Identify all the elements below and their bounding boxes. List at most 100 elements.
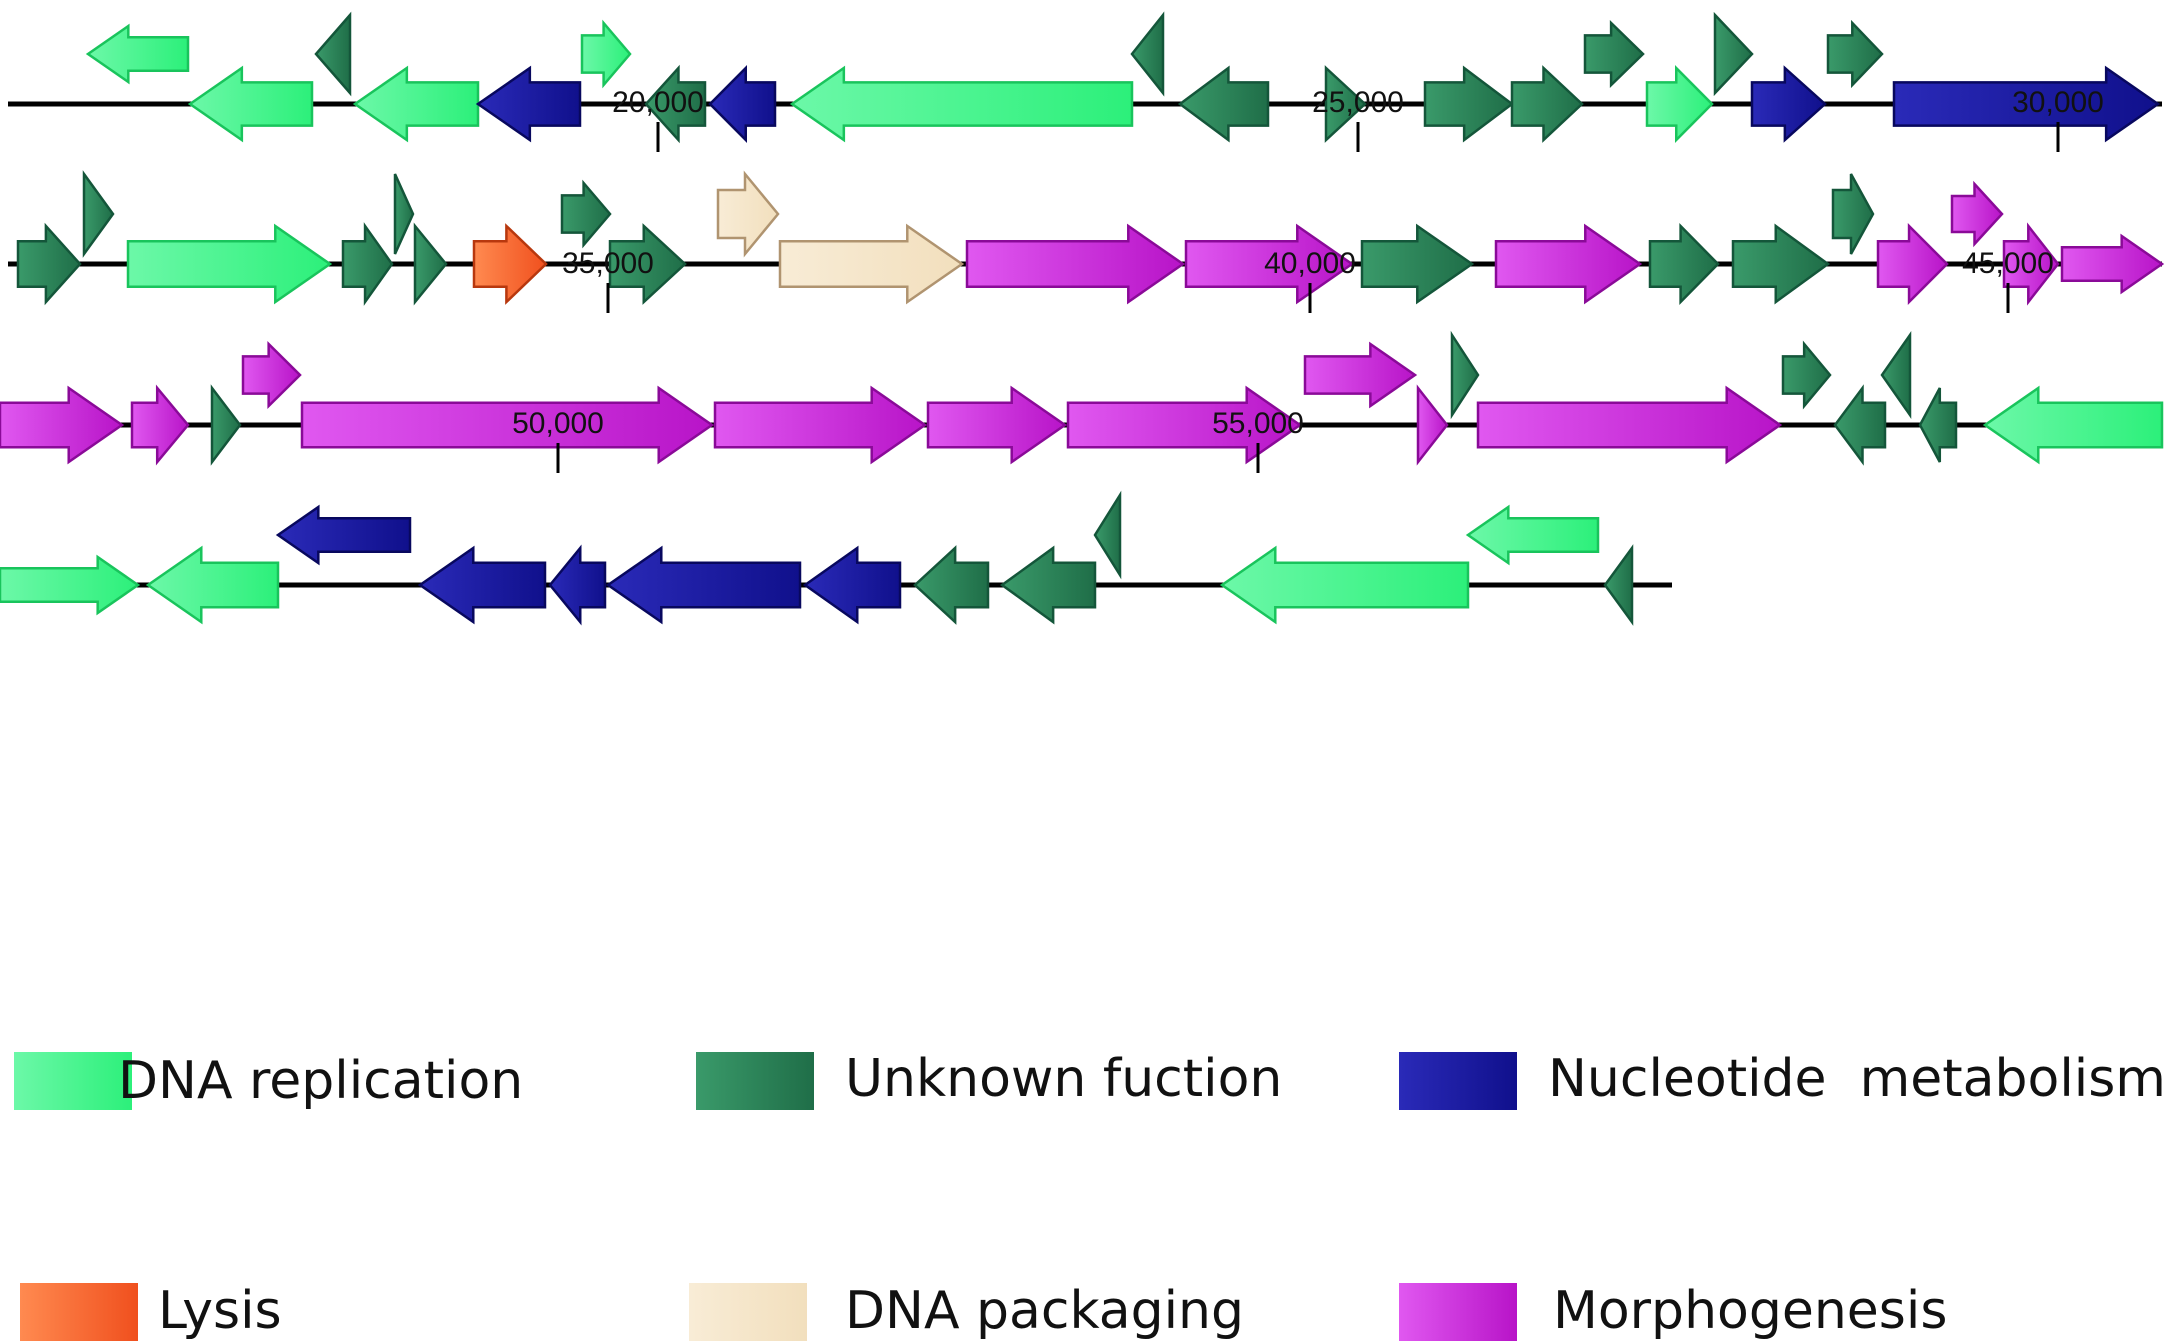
gene-arrow-nucleotide-metabolism: [708, 64, 777, 144]
gene-arrow-unknown-function: [1360, 223, 1475, 305]
ruler-label: 50,000: [512, 407, 604, 440]
gene-arrow-dna-replication: [352, 65, 480, 143]
gene-arrow-morphogenesis: [1416, 384, 1449, 466]
ruler-label: 30,000: [2012, 86, 2104, 119]
genome-row-1: 5,00010,00015,000: [8, 11, 2162, 144]
gene-arrow-morphogenesis: [2060, 233, 2165, 295]
gene-arrow-unknown-function: [1781, 340, 1832, 410]
gene-arrow-morphogenesis: [1066, 385, 1303, 465]
gene-arrow-unknown-function: [1324, 65, 1367, 143]
gene-arrow-nucleotide-metabolism: [275, 504, 412, 566]
gene-arrow-dna-replication: [145, 545, 280, 625]
gene-arrow-dna-replication: [789, 65, 1134, 143]
gene-arrow-unknown-function: [1713, 11, 1754, 97]
genome-row-4: 50,000 55,000: [0, 407, 1672, 626]
gene-arrow-dna-replication: [85, 23, 190, 85]
gene-arrow-unknown-function: [314, 11, 352, 97]
gene-arrow-unknown-function: [1093, 490, 1122, 580]
legend-label: Morphogenesis: [1553, 1281, 1947, 1341]
gene-arrow-morphogenesis: [130, 384, 190, 466]
ruler-label: 55,000: [1212, 407, 1304, 440]
gene-arrow-morphogenesis: [300, 385, 715, 465]
legend-item-nucleotide-metabolism: Nucleotide metabolism: [1399, 1049, 2165, 1110]
gene-arrow-morphogenesis: [1494, 223, 1643, 305]
gene-arrow-lysis: [472, 223, 548, 305]
gene-arrow-unknown-function: [999, 545, 1097, 625]
gene-arrow-dna-replication: [1982, 385, 2164, 465]
legend-label: Nucleotide metabolism: [1548, 1049, 2165, 1109]
gene-arrow-unknown-function: [1130, 11, 1165, 97]
legend-label: Unknown fuction: [845, 1049, 1282, 1109]
gene-arrow-morphogenesis: [713, 385, 928, 465]
gene-arrow-unknown-function: [1583, 20, 1645, 88]
gene-arrow-nucleotide-metabolism: [475, 65, 582, 143]
legend-item-lysis: Lysis: [20, 1281, 282, 1341]
legend-swatch: [20, 1283, 138, 1341]
legend-item-morphogenesis: Morphogenesis: [1399, 1281, 1947, 1341]
ruler-label: 45,000: [1962, 247, 2054, 280]
gene-arrow-nucleotide-metabolism: [548, 544, 607, 626]
gene-arrow-morphogenesis: [1950, 180, 2004, 248]
gene-arrow-unknown-function: [1603, 544, 1634, 626]
gene-arrow-morphogenesis: [241, 341, 302, 409]
legend-label: Lysis: [158, 1281, 282, 1341]
ruler-label: 35,000: [562, 247, 654, 280]
gene-arrow-unknown-function: [608, 223, 687, 305]
gene-arrow-morphogenesis: [1303, 341, 1418, 409]
gene-arrow-nucleotide-metabolism: [417, 545, 547, 625]
gene-arrow-unknown-function: [1510, 65, 1584, 143]
gene-arrow-dna-replication: [0, 554, 141, 616]
gene-arrow-dna-replication: [126, 223, 333, 305]
gene-arrow-unknown-function: [1880, 331, 1912, 419]
gene-arrow-dna-replication: [1219, 545, 1470, 625]
gene-arrow-morphogenesis: [0, 385, 125, 465]
gene-arrow-unknown-function: [16, 222, 82, 306]
gene-arrow-unknown-function: [393, 173, 415, 255]
gene-arrow-morphogenesis: [965, 223, 1186, 305]
ruler-label: 40,000: [1264, 247, 1356, 280]
gene-arrow-morphogenesis: [1876, 222, 1949, 306]
gene-arrow-nucleotide-metabolism: [1892, 65, 2161, 143]
gene-arrow-unknown-function: [1450, 330, 1480, 420]
gene-arrow-unknown-function: [82, 170, 115, 258]
gene-arrow-dna-packaging: [778, 223, 965, 305]
gene-arrow-unknown-function: [1918, 387, 1958, 463]
legend: DNA replication Unknown fuction Nucleotide…: [14, 1049, 2165, 1341]
legend-swatch: [1399, 1052, 1517, 1110]
gene-arrow-nucleotide-metabolism: [1750, 65, 1827, 143]
gene-arrow-unknown-function: [1731, 223, 1831, 305]
gene-arrow-dna-replication: [1465, 504, 1600, 566]
gene-arrow-unknown-function: [341, 222, 394, 306]
legend-swatch: [1399, 1283, 1517, 1341]
gene-arrow-dna-replication: [580, 19, 632, 89]
gene-arrow-dna-replication: [187, 65, 314, 143]
ruler-label: 20,000: [612, 86, 704, 119]
legend-label: DNA packaging: [845, 1281, 1244, 1341]
gene-arrow-unknown-function: [913, 545, 990, 625]
gene-arrow-unknown-function: [210, 384, 242, 466]
genome-row-2: 20,000 25,000 30,000: [8, 86, 2165, 306]
legend-swatch: [689, 1283, 807, 1341]
gene-arrow-unknown-function: [644, 64, 707, 144]
legend-swatch: [696, 1052, 814, 1110]
ruler-label: 25,000: [1312, 86, 1404, 119]
gene-arrow-unknown-function: [560, 179, 612, 249]
gene-arrow-dna-replication: [1645, 64, 1714, 144]
gene-arrow-dna-packaging: [716, 170, 780, 258]
gene-arrow-unknown-function: [413, 222, 448, 306]
gene-arrow-unknown-function: [1648, 222, 1720, 306]
legend-item-dna-replication: DNA replication: [14, 1051, 523, 1111]
gene-arrow-nucleotide-metabolism: [605, 545, 802, 625]
legend-item-unknown-function: Unknown fuction: [696, 1049, 1282, 1110]
gene-arrow-nucleotide-metabolism: [802, 545, 902, 625]
legend-swatch: [14, 1052, 132, 1110]
gene-arrow-unknown-function: [1177, 65, 1270, 143]
gene-arrow-morphogenesis: [1476, 385, 1783, 465]
genome-row-3: 35,000 40,000 45,000: [0, 247, 2164, 466]
legend-item-dna-packaging: DNA packaging: [689, 1281, 1244, 1341]
legend-label: DNA replication: [118, 1051, 523, 1111]
genome-rows: 5,00010,00015,00020,000 25,000 30,000 35,00…: [0, 11, 2165, 626]
gene-arrow-unknown-function: [1826, 19, 1884, 89]
gene-arrow-unknown-function: [1833, 384, 1887, 466]
